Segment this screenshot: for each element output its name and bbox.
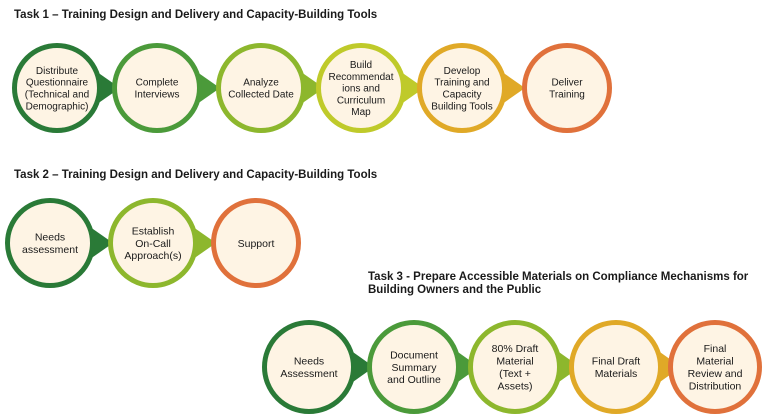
task1-step-1-label-line: (Technical and — [25, 90, 89, 101]
task2-step-3-circle — [211, 198, 301, 288]
task3-step-3-label-line: (Text + — [499, 368, 531, 380]
task2-step-1-circle — [5, 198, 95, 288]
task2-step-2-circle — [108, 198, 198, 288]
task3-title: Task 3 - Prepare Accessible Materials on… — [368, 271, 749, 296]
task3-step-1-circle — [262, 320, 356, 414]
task1-step-4-label-line: ions and — [342, 84, 380, 95]
task1-step-3-circle — [216, 43, 306, 133]
task3-step-2-label-line: and Outline — [387, 374, 441, 386]
task1-step-6-label-line: Training — [549, 90, 585, 101]
task2-step-3: Support — [211, 198, 301, 288]
task1-step-4-label-line: Curriculum — [337, 95, 385, 106]
task1-step-2-label-line: Complete — [136, 78, 179, 89]
task1-step-1-circle — [12, 43, 102, 133]
task3-step-1-label-line: Assessment — [280, 368, 337, 380]
task3-step-4-label-line: Materials — [595, 368, 638, 380]
task3-step-3-label-line: 80% Draft — [492, 343, 539, 355]
task3-step-5-label-line: Material — [696, 356, 733, 368]
task3-step-4-circle — [569, 320, 663, 414]
task1-step-4-label-line: Build — [350, 60, 372, 71]
task2-flow: NeedsassessmentEstablishOn-CallApproach(… — [5, 198, 301, 288]
task3-step-3-label-line: Assets) — [497, 380, 532, 392]
task3-step-5-label-line: Distribution — [689, 380, 742, 392]
task3-step-3-label-line: Material — [496, 356, 533, 368]
task1-title: Task 1 – Training Design and Delivery an… — [14, 9, 378, 21]
task1-step-2-circle — [112, 43, 202, 133]
task1-step-1-label-line: Demographic) — [26, 101, 89, 112]
task1-step-5-label-line: Building Tools — [431, 101, 493, 112]
task3-step-4-label-line: Final Draft — [592, 356, 641, 368]
task1-step-3-label-line: Collected Date — [228, 90, 294, 101]
task2-step-3-label-line: Support — [238, 238, 275, 250]
task1-step-2-label-line: Interviews — [134, 90, 179, 101]
task1-step-1-label-line: Questionnaire — [26, 78, 89, 89]
task2-step-2-label-line: Establish — [132, 225, 175, 237]
task3-step-2-label-line: Document — [390, 349, 438, 361]
task3-step-1-label-line: Needs — [294, 356, 324, 368]
task1-step-5-circle — [417, 43, 507, 133]
task3-step-5-label-line: Final — [704, 343, 727, 355]
task1-step-5-label-line: Develop — [444, 66, 481, 77]
task1-step-4-circle — [316, 43, 406, 133]
task2-step-2-label-line: On-Call — [135, 238, 171, 250]
task3-step-5-circle — [668, 320, 762, 414]
task1-step-1-label-line: Distribute — [36, 66, 79, 77]
task2-step-1-label-line: Needs — [35, 232, 65, 244]
task1-step-5-label-line: Training and — [434, 78, 489, 89]
task2-title: Task 2 – Training Design and Delivery an… — [14, 169, 378, 181]
task1-step-4-label-line: Map — [351, 107, 371, 118]
task1-step-3-label-line: Analyze — [243, 78, 279, 89]
task1-step-6-circle — [522, 43, 612, 133]
task3-step-5-label-line: Review and — [688, 368, 743, 380]
task2-step-2-label-line: Approach(s) — [124, 250, 181, 262]
task3-step-3-circle — [468, 320, 562, 414]
task3-step-2-circle — [367, 320, 461, 414]
task1-step-4-label-line: Recommendat — [328, 72, 393, 83]
task1-step-6-label-line: Deliver — [551, 78, 583, 89]
task2-step-1-label-line: assessment — [22, 244, 78, 256]
task1-step-5-label-line: Capacity — [443, 90, 482, 101]
task3-step-2-label-line: Summary — [392, 362, 438, 374]
